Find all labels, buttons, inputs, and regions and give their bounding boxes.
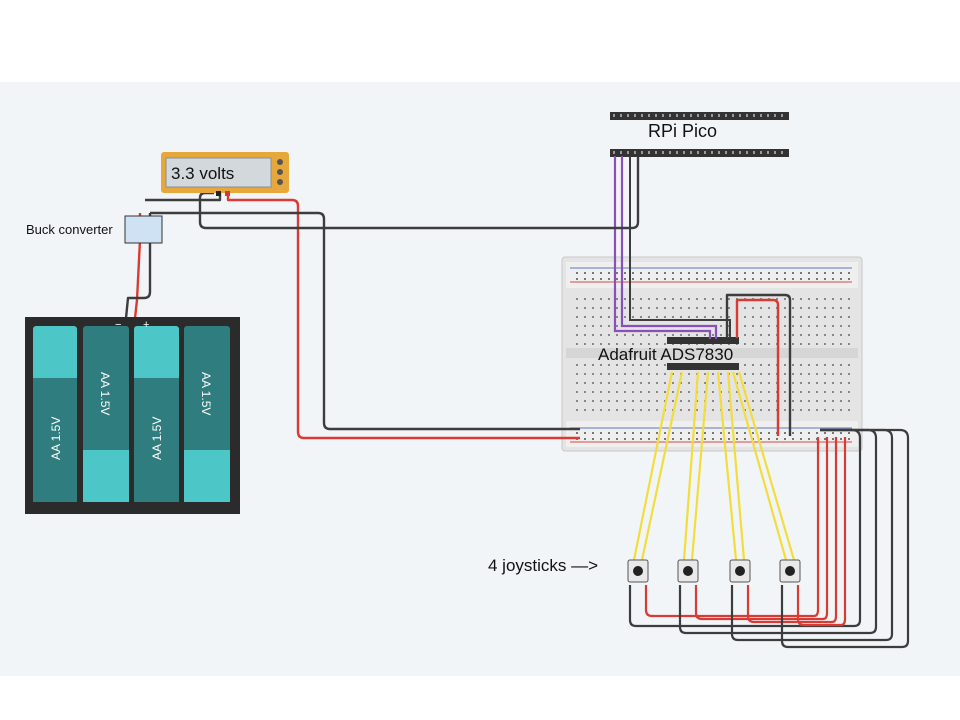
battery-label-1: AA 1.5V: [49, 417, 63, 460]
adc-header-bottom: [667, 363, 739, 370]
joysticks-label: 4 joysticks —>: [488, 556, 599, 575]
battery-positive-terminal: +: [143, 319, 149, 331]
battery-label-3: AA 1.5V: [150, 417, 164, 460]
joystick-1: [627, 559, 649, 583]
pico-header-bottom: [610, 149, 789, 157]
breadboard: [561, 256, 863, 452]
voltmeter: [161, 152, 289, 196]
battery-label-2: AA 1.5V: [98, 372, 112, 415]
adc-header-top: [667, 337, 739, 344]
i2c-wires: [613, 156, 718, 339]
joysticks: [627, 559, 801, 583]
rpi-pico: [610, 112, 789, 157]
voltmeter-reading: 3.3 volts: [171, 164, 235, 183]
battery-negative-terminal: −: [115, 319, 121, 331]
buck-converter: [124, 215, 163, 244]
rpi-pico-label: RPi Pico: [648, 121, 718, 141]
joystick-2: [677, 559, 699, 583]
buck-converter-label: Buck converter: [26, 222, 113, 237]
pico-header-top: [610, 112, 789, 120]
ads7830-board: [667, 337, 739, 370]
battery-label-4: AA 1.5V: [199, 372, 213, 415]
meter-terminal-1: [277, 159, 283, 165]
joystick-4: [779, 559, 801, 583]
meter-terminal-3: [277, 179, 283, 185]
joystick-wires: [628, 371, 910, 649]
joystick-3: [729, 559, 751, 583]
adc-label: Adafruit ADS7830: [598, 345, 734, 364]
battery-pack: AA 1.5V AA 1.5V AA 1.5V AA 1.5V − +: [25, 317, 240, 514]
meter-terminal-2: [277, 169, 283, 175]
